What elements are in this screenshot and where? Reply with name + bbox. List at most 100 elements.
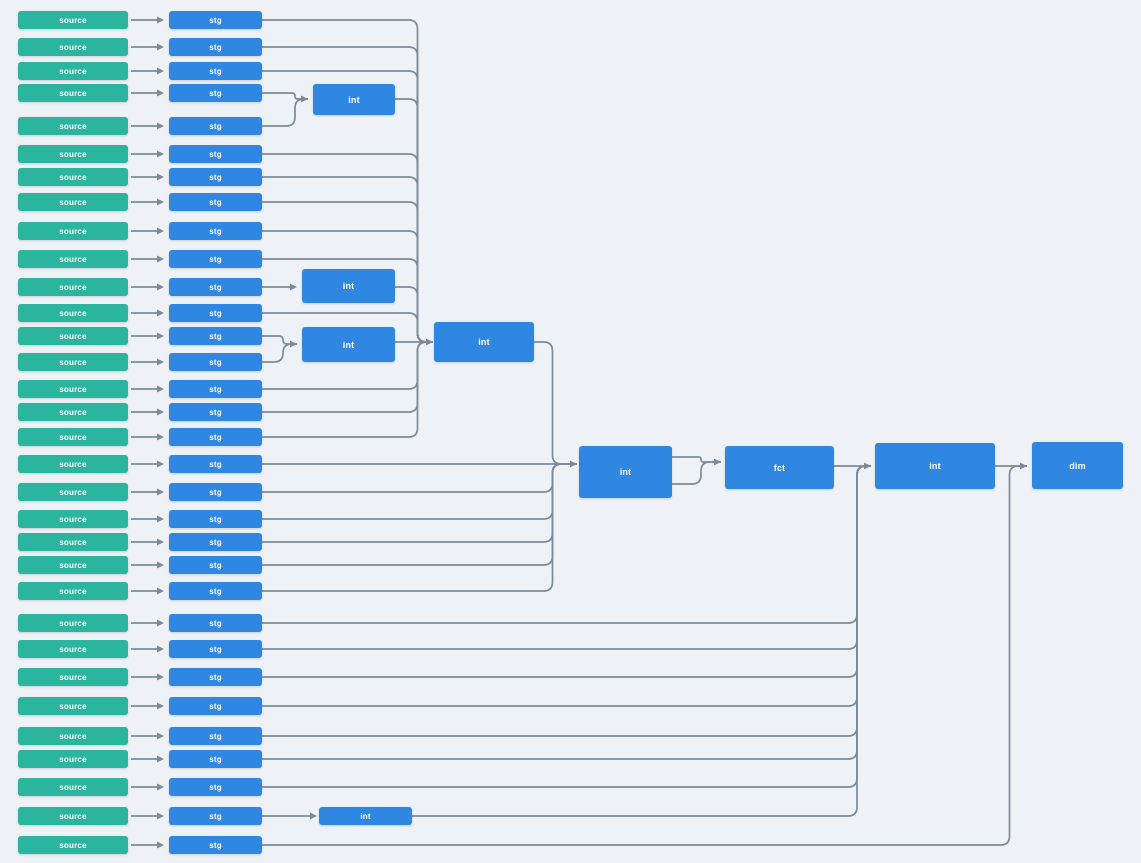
- stg-node[interactable]: stg: [169, 697, 262, 715]
- arrowhead-icon: [157, 89, 164, 97]
- source-node[interactable]: source: [18, 38, 128, 56]
- source-node[interactable]: source: [18, 640, 128, 658]
- arrowhead-icon: [290, 283, 297, 291]
- stg-node[interactable]: stg: [169, 84, 262, 102]
- arrowhead-icon: [157, 587, 164, 595]
- source-node[interactable]: source: [18, 556, 128, 574]
- stg-node[interactable]: stg: [169, 582, 262, 600]
- source-node[interactable]: source: [18, 668, 128, 686]
- int-node[interactable]: int: [313, 84, 395, 115]
- int-node[interactable]: int: [319, 807, 412, 825]
- source-node[interactable]: source: [18, 836, 128, 854]
- source-node[interactable]: source: [18, 533, 128, 551]
- source-node[interactable]: source: [18, 327, 128, 345]
- source-node[interactable]: source: [18, 193, 128, 211]
- stg-node[interactable]: stg: [169, 750, 262, 768]
- source-node[interactable]: source: [18, 168, 128, 186]
- stg-node[interactable]: stg: [169, 428, 262, 446]
- source-node[interactable]: source: [18, 145, 128, 163]
- int-node[interactable]: int: [875, 443, 995, 489]
- int-node-label: int: [619, 467, 632, 477]
- stg-node[interactable]: stg: [169, 193, 262, 211]
- source-node[interactable]: source: [18, 614, 128, 632]
- stg-node[interactable]: stg: [169, 38, 262, 56]
- source-node[interactable]: source: [18, 483, 128, 501]
- source-node[interactable]: source: [18, 250, 128, 268]
- source-node[interactable]: source: [18, 807, 128, 825]
- stg-node[interactable]: stg: [169, 403, 262, 421]
- stg-node[interactable]: stg: [169, 117, 262, 135]
- stg-node[interactable]: stg: [169, 614, 262, 632]
- stg-node[interactable]: stg: [169, 510, 262, 528]
- arrowhead-icon: [157, 358, 164, 366]
- stg-node[interactable]: stg: [169, 222, 262, 240]
- source-node[interactable]: source: [18, 353, 128, 371]
- source-node[interactable]: source: [18, 117, 128, 135]
- source-node[interactable]: source: [18, 510, 128, 528]
- stg-node[interactable]: stg: [169, 250, 262, 268]
- int-node[interactable]: int: [302, 269, 395, 303]
- source-node[interactable]: source: [18, 278, 128, 296]
- source-node[interactable]: source: [18, 727, 128, 745]
- source-node[interactable]: source: [18, 11, 128, 29]
- source-node[interactable]: source: [18, 428, 128, 446]
- stg-node[interactable]: stg: [169, 62, 262, 80]
- int-node[interactable]: int: [434, 322, 534, 362]
- stg-node[interactable]: stg: [169, 353, 262, 371]
- stg-node[interactable]: stg: [169, 668, 262, 686]
- arrowhead-icon: [157, 783, 164, 791]
- stg-node[interactable]: stg: [169, 556, 262, 574]
- stg-node[interactable]: stg: [169, 380, 262, 398]
- arrowhead-icon: [714, 458, 721, 466]
- source-node[interactable]: source: [18, 582, 128, 600]
- stg-node[interactable]: stg: [169, 145, 262, 163]
- source-node-label: source: [59, 560, 87, 570]
- source-node[interactable]: source: [18, 455, 128, 473]
- stg-node[interactable]: stg: [169, 483, 262, 501]
- source-node[interactable]: source: [18, 750, 128, 768]
- stg-node[interactable]: stg: [169, 327, 262, 345]
- source-node[interactable]: source: [18, 84, 128, 102]
- stg-node[interactable]: stg: [169, 168, 262, 186]
- stg-node[interactable]: stg: [169, 278, 262, 296]
- dim-node[interactable]: dim: [1032, 442, 1123, 489]
- source-node[interactable]: source: [18, 403, 128, 421]
- int-node[interactable]: int: [302, 327, 395, 362]
- arrowhead-icon: [157, 173, 164, 181]
- stg-node[interactable]: stg: [169, 533, 262, 551]
- stg-node-label: stg: [209, 149, 222, 159]
- fct-node[interactable]: fct: [725, 446, 834, 489]
- source-node[interactable]: source: [18, 380, 128, 398]
- edge-path: [262, 465, 871, 788]
- edge-path: [262, 343, 297, 363]
- arrowhead-icon: [157, 460, 164, 468]
- stg-node[interactable]: stg: [169, 727, 262, 745]
- int-node[interactable]: int: [579, 446, 672, 498]
- stg-node[interactable]: stg: [169, 836, 262, 854]
- arrowhead-icon: [157, 408, 164, 416]
- stg-node-label: stg: [209, 66, 222, 76]
- arrowhead-icon: [570, 460, 577, 468]
- stg-node-label: stg: [209, 782, 222, 792]
- stg-node[interactable]: stg: [169, 778, 262, 796]
- source-node[interactable]: source: [18, 222, 128, 240]
- stg-node[interactable]: stg: [169, 11, 262, 29]
- stg-node[interactable]: stg: [169, 455, 262, 473]
- source-node[interactable]: source: [18, 62, 128, 80]
- source-node[interactable]: source: [18, 778, 128, 796]
- arrowhead-icon: [157, 309, 164, 317]
- edge-path: [262, 92, 308, 100]
- source-node-label: source: [59, 644, 87, 654]
- stg-node-label: stg: [209, 618, 222, 628]
- arrowhead-icon: [1020, 462, 1027, 470]
- source-node[interactable]: source: [18, 697, 128, 715]
- arrowhead-icon: [157, 515, 164, 523]
- stg-node[interactable]: stg: [169, 807, 262, 825]
- source-node-label: source: [59, 514, 87, 524]
- stg-node-label: stg: [209, 308, 222, 318]
- stg-node[interactable]: stg: [169, 640, 262, 658]
- source-node[interactable]: source: [18, 304, 128, 322]
- stg-node[interactable]: stg: [169, 304, 262, 322]
- edge-path: [262, 463, 577, 543]
